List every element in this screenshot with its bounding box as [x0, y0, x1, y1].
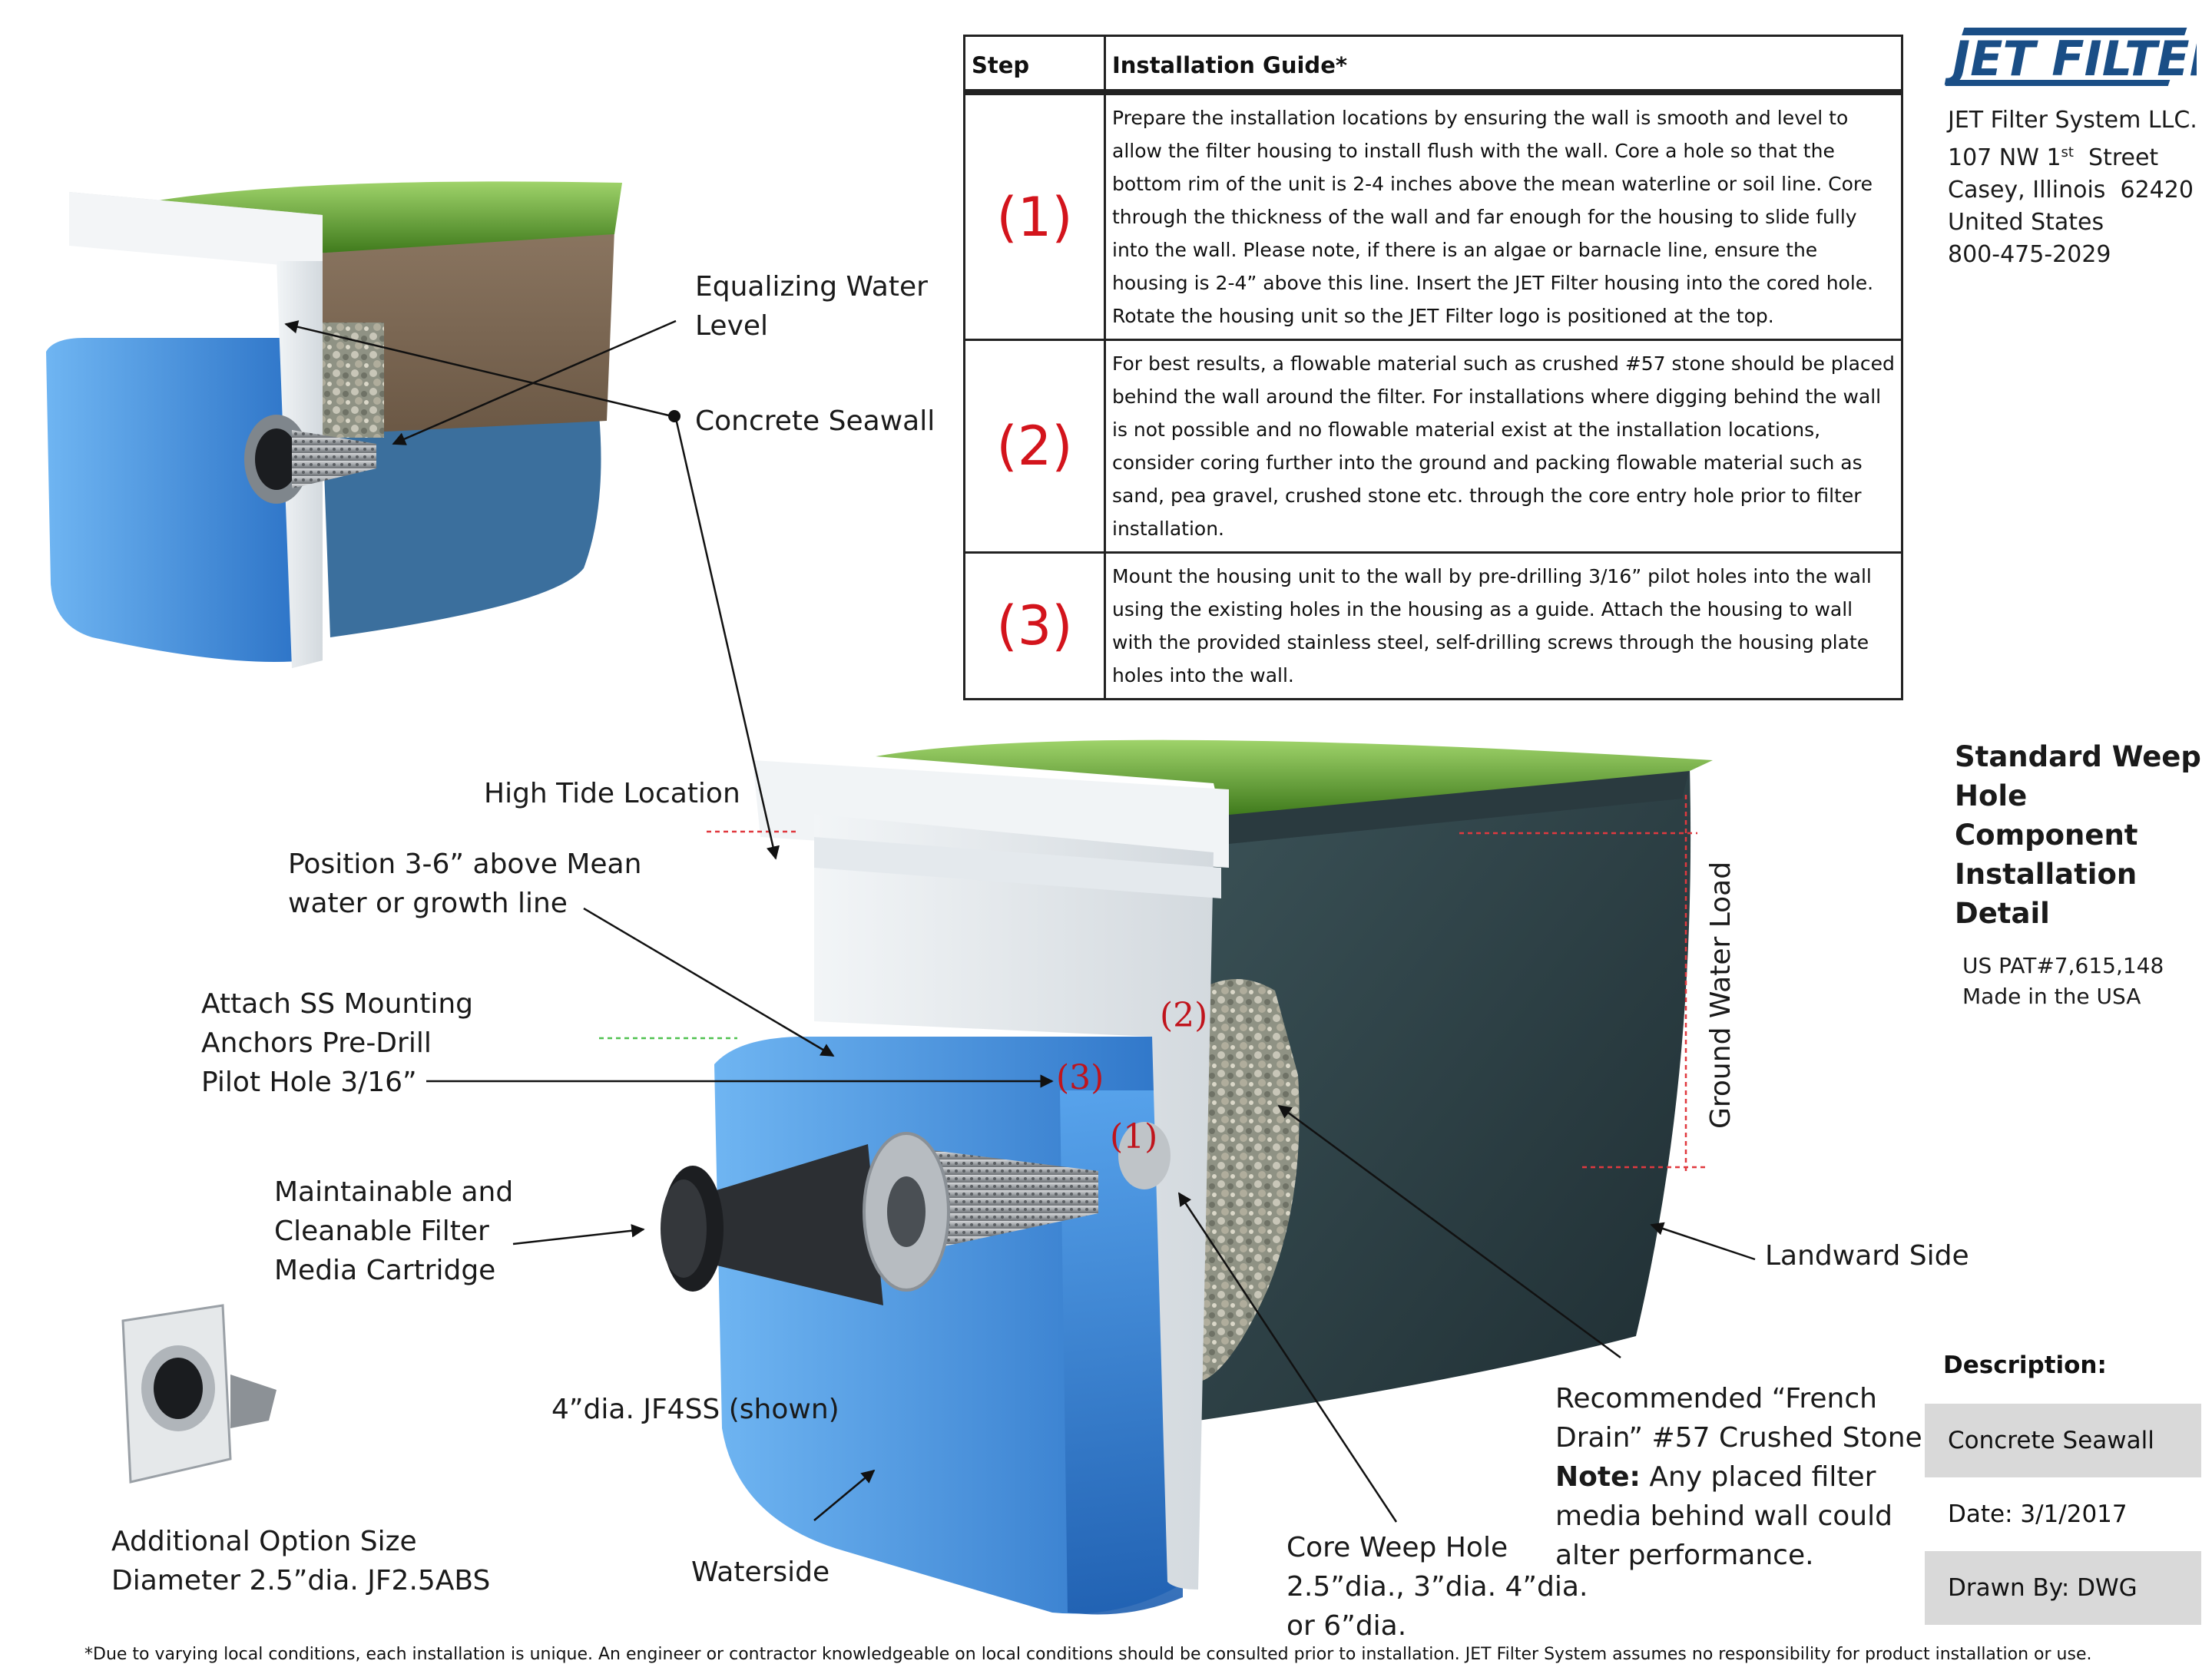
leader-lines: [284, 319, 1756, 1523]
table-row: (2) For best results, a flowable materia…: [963, 339, 1903, 554]
company-street: 107 NW 1st Street: [1948, 137, 2197, 174]
label-line: Position 3-6” above Mean: [288, 849, 642, 880]
label-attach-ss-mounting: Attach SS Mounting Anchors Pre-Drill Pil…: [201, 984, 473, 1102]
title-line: Installation Detail: [1955, 858, 2137, 930]
large-block: [661, 739, 1713, 1615]
made-in-usa: Made in the USA: [1962, 984, 2141, 1009]
marker-step-1: (1): [1110, 1117, 1158, 1156]
label-line: media behind wall could: [1555, 1500, 1892, 1532]
step-number: (2): [963, 339, 1106, 554]
table-header: Step Installation Guide*: [963, 35, 1903, 94]
patent-info: US PAT#7,615,148 Made in the USA: [1962, 951, 2164, 1012]
table-row: (1) Prepare the installation locations b…: [963, 89, 1903, 341]
label-line: Equalizing Water: [695, 271, 928, 303]
label-french-drain: Recommended “French Drain” #57 Crushed S…: [1555, 1379, 1922, 1575]
label-line: or 6”dia.: [1286, 1610, 1407, 1642]
header-step: Step: [963, 35, 1106, 94]
label-line: water or growth line: [288, 888, 568, 919]
note-text: Any placed filter: [1640, 1461, 1876, 1493]
label-maintainable-filter-cartridge: Maintainable and Cleanable Filter Media …: [274, 1173, 513, 1290]
label-high-tide-location: High Tide Location: [484, 778, 740, 809]
step-text: Mount the housing unit to the wall by pr…: [1104, 551, 1903, 700]
label-ground-water-load: Ground Water Load: [1705, 861, 1737, 1129]
marker-step-2: (2): [1160, 996, 1208, 1035]
label-jf4ss: 4”dia. JF4SS (shown): [551, 1394, 839, 1425]
street-name: Street: [2073, 144, 2159, 171]
label-line: Pilot Hole 3/16”: [201, 1067, 417, 1098]
label-line: alter performance.: [1555, 1540, 1814, 1571]
guide-lines: [599, 795, 1705, 1171]
step-number: (3): [963, 551, 1106, 700]
label-line: Level: [695, 310, 769, 342]
disclaimer-footnote: *Due to varying local conditions, each i…: [84, 1645, 2092, 1664]
step-text: Prepare the installation locations by en…: [1104, 89, 1903, 341]
label-line: Core Weep Hole: [1286, 1532, 1508, 1563]
street-suffix: st: [2061, 144, 2074, 160]
company-city: Casey, Illinois 62420: [1948, 177, 2194, 203]
note-bold: Note:: [1555, 1461, 1641, 1493]
label-line: Media Cartridge: [274, 1255, 496, 1286]
company-address: JET Filter System LLC. 107 NW 1st Street…: [1948, 104, 2197, 271]
drawn-by-field: Drawn By: DWG: [1925, 1551, 2201, 1625]
patent-number: US PAT#7,615,148: [1962, 953, 2164, 978]
small-block: [46, 181, 622, 668]
label-concrete-seawall: Concrete Seawall: [695, 405, 935, 437]
header-installation-guide: Installation Guide*: [1104, 35, 1903, 94]
installation-guide-table: Step Installation Guide* (1) Prepare the…: [963, 35, 1903, 700]
company-country: United States: [1948, 209, 2104, 236]
label-core-weep-hole: Core Weep Hole 2.5”dia., 3”dia. 4”dia. o…: [1286, 1528, 1588, 1646]
label-line: Anchors Pre-Drill: [201, 1027, 432, 1059]
company-name: JET Filter System LLC.: [1948, 107, 2197, 134]
label-waterside: Waterside: [691, 1556, 830, 1588]
drawing-title: Standard Weep Hole Component Installatio…: [1955, 737, 2212, 933]
label-line: Maintainable and: [274, 1176, 514, 1208]
title-line: Standard Weep: [1955, 740, 2201, 773]
date-field: Date: 3/1/2017: [1925, 1477, 2201, 1551]
jet-filter-logo: JET FILTER: [1944, 28, 2197, 87]
label-line: 2.5”dia., 3”dia. 4”dia.: [1286, 1571, 1588, 1603]
label-line: Recommended “French: [1555, 1383, 1877, 1414]
title-line: Hole Component: [1955, 779, 2138, 852]
label-line: Diameter 2.5”dia. JF2.5ABS: [111, 1565, 491, 1596]
label-line: Note: Any placed filter: [1555, 1457, 1922, 1497]
label-line: Drain” #57 Crushed Stone: [1555, 1422, 1922, 1454]
label-additional-option-size: Additional Option Size Diameter 2.5”dia.…: [111, 1522, 490, 1600]
label-line: Cleanable Filter: [274, 1216, 489, 1247]
company-phone: 800-475-2029: [1948, 241, 2111, 268]
label-line: Additional Option Size: [111, 1526, 417, 1557]
label-landward-side: Landward Side: [1765, 1240, 1969, 1272]
label-equalizing-water-level: Equalizing Water Level: [695, 267, 928, 346]
label-position-above-mean: Position 3-6” above Mean water or growth…: [288, 845, 641, 923]
label-line: Attach SS Mounting: [201, 988, 473, 1020]
jf2.5-product-image: [121, 1304, 276, 1484]
logo-jet-text: JET FILTER: [1944, 31, 2197, 87]
step-number: (1): [963, 89, 1106, 341]
description-label: Description:: [1943, 1351, 2107, 1379]
marker-step-3: (3): [1056, 1058, 1104, 1097]
description-value: Concrete Seawall: [1925, 1404, 2201, 1477]
street-number: 107 NW 1: [1948, 144, 2061, 171]
step-text: For best results, a flowable material su…: [1104, 339, 1903, 554]
table-row: (3) Mount the housing unit to the wall b…: [963, 551, 1903, 700]
